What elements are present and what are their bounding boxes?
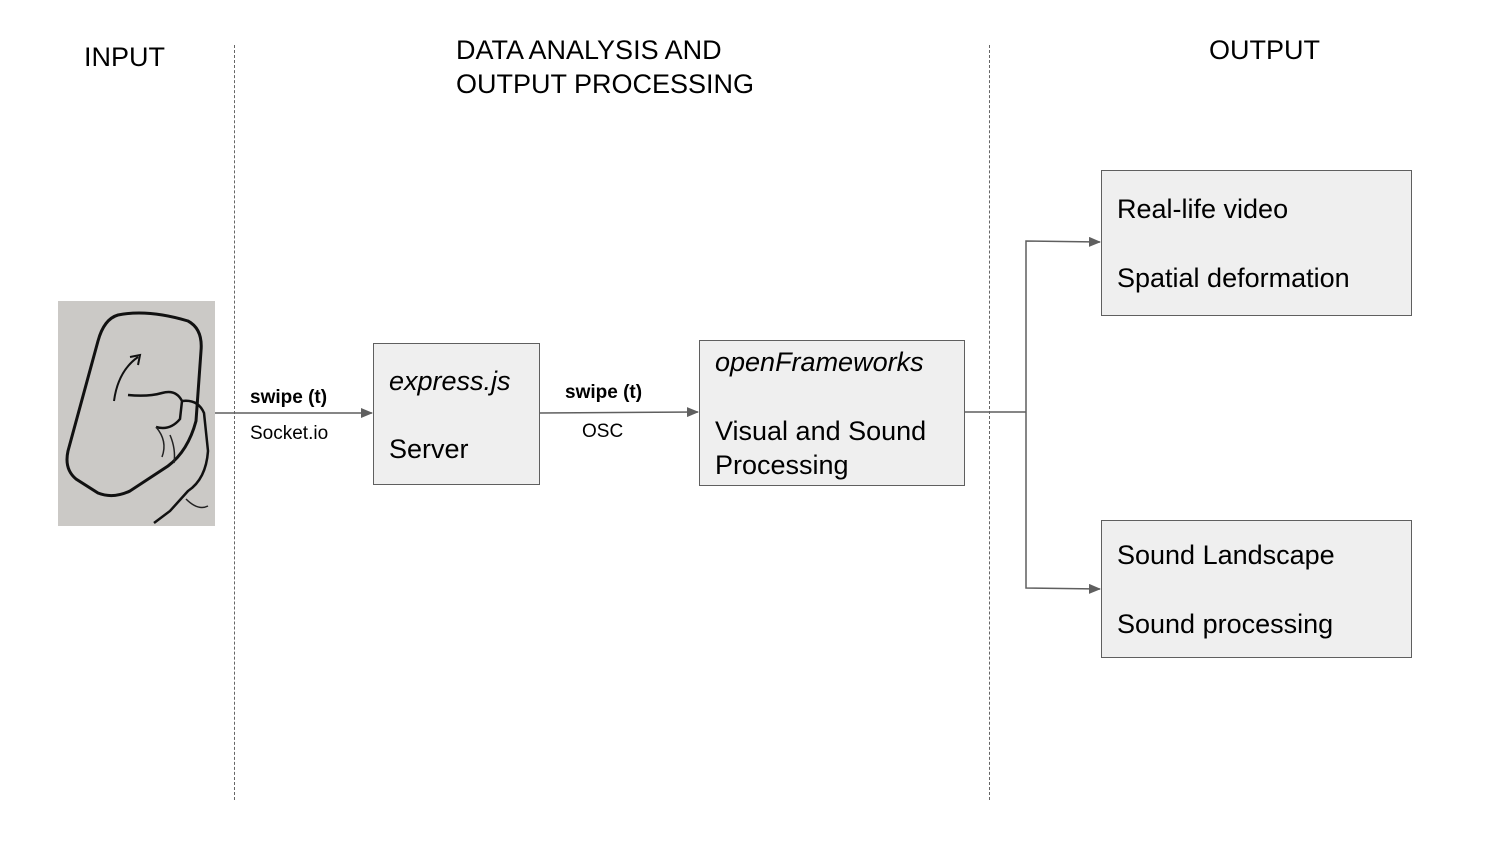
server-node: express.js Server (373, 343, 540, 485)
analysis-heading-line1: DATA ANALYSIS AND (456, 35, 722, 65)
sound-output-line1: Sound Landscape (1117, 540, 1335, 570)
openframeworks-line1: Visual and Sound (715, 416, 927, 446)
video-output-line1: Real-life video (1117, 194, 1289, 224)
openframeworks-line2: Processing (715, 450, 849, 480)
output-heading: OUTPUT (1209, 35, 1320, 65)
edge-label-osc: OSC (582, 421, 624, 442)
edge-label-swipe-socket: swipe (t) (250, 387, 328, 408)
server-subtitle: Server (389, 434, 469, 464)
sound-output-line2: Sound processing (1117, 609, 1334, 639)
arrow-to-sound-output (1025, 412, 1101, 594)
edge-label-swipe-osc: swipe (t) (565, 382, 643, 403)
arrow-server-to-openframeworks (539, 407, 699, 418)
analysis-heading-line2: OUTPUT PROCESSING (456, 69, 755, 99)
openframeworks-title: openFrameworks (715, 347, 924, 377)
divider-input-analysis (234, 45, 235, 800)
sound-output-node: Sound Landscape Sound processing (1101, 520, 1412, 658)
edge-label-socketio: Socket.io (250, 423, 329, 444)
video-output-line2: Spatial deformation (1117, 263, 1350, 293)
divider-analysis-output (989, 45, 990, 800)
openframeworks-node: openFrameworks Visual and Sound Processi… (699, 340, 965, 486)
arrow-to-video-output (1025, 236, 1101, 412)
input-heading: INPUT (84, 42, 165, 72)
hand-swiping-phone-sketch-icon (58, 301, 215, 526)
server-title: express.js (389, 366, 511, 396)
video-output-node: Real-life video Spatial deformation (1101, 170, 1412, 316)
